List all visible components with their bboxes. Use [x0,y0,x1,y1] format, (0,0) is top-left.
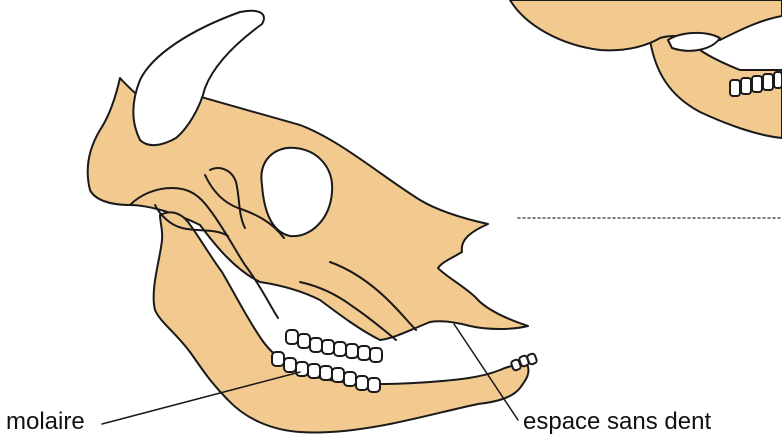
label-molaire: molaire [6,410,85,434]
upper-molars [286,330,382,362]
label-espace-sans-dent: espace sans dent [523,410,711,434]
second-skull-tooth [668,33,720,51]
second-skull-cranium [510,0,782,50]
